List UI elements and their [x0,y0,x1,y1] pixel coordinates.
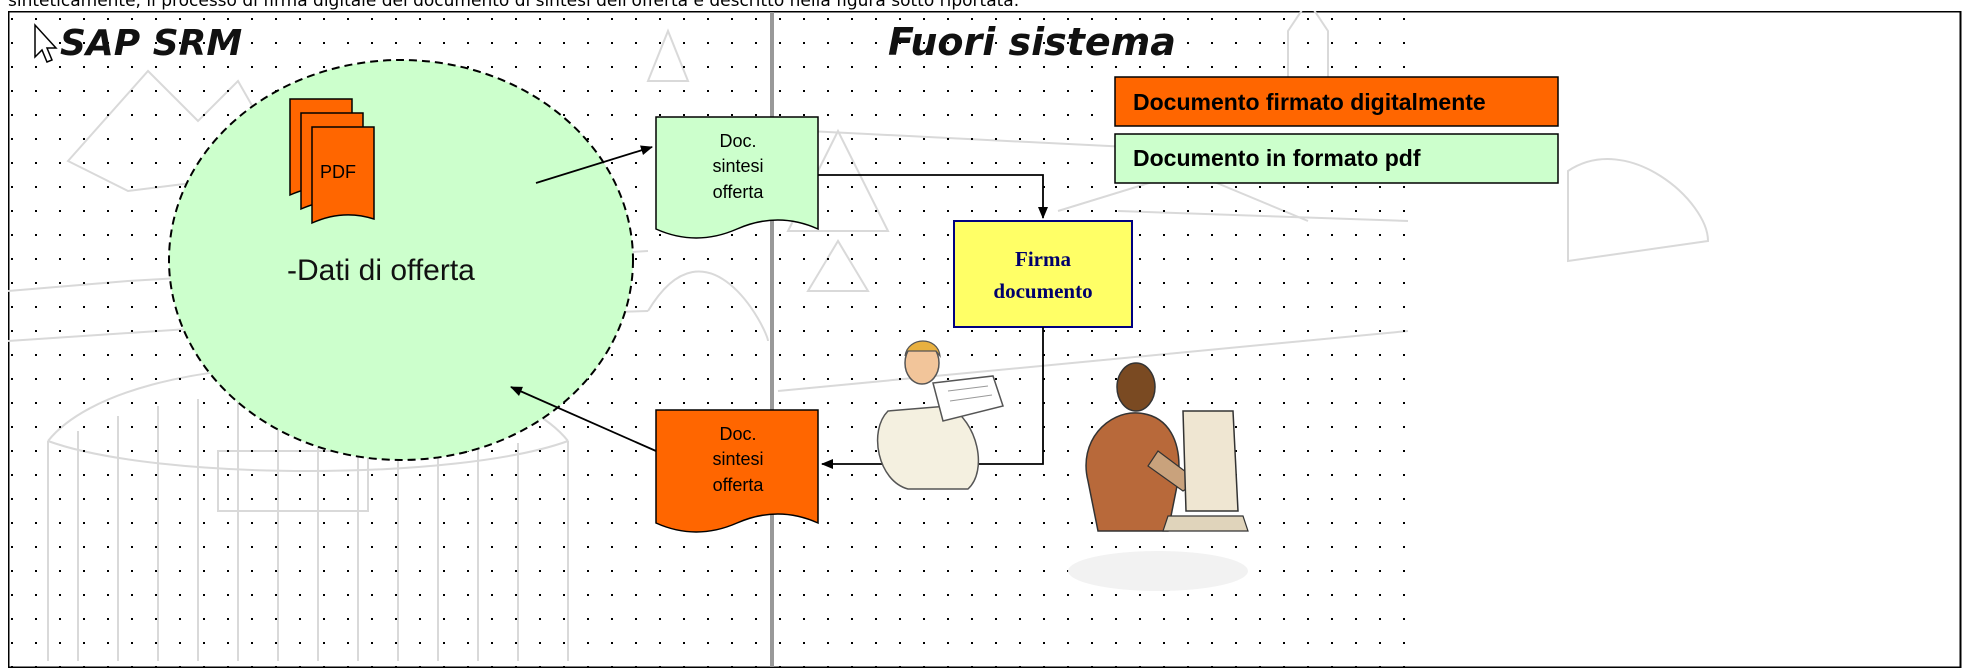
arrow-to-doc-top [535,145,653,184]
diagram-canvas: SAP SRM Fuori sistema PDF -Dati di offer… [8,11,1962,668]
firma-line2: documento [993,279,1092,303]
circle-label: -Dati di offerta [287,254,475,287]
doc-bottom-line3: offerta [713,475,765,495]
doc-top-line3: offerta [713,182,765,202]
section-divider [770,12,774,667]
pdf-icon-label: PDF [320,162,356,182]
right-section-title: Fuori sistema [888,20,1176,64]
caption: sinteticamente, il processo di firma dig… [8,0,1020,11]
legend-label-signed: Documento firmato digitalmente [1133,89,1486,115]
doc-bottom-line2: sintesi [712,449,763,469]
legend-item-signed: Documento firmato digitalmente [1114,76,1559,127]
legend: Documento firmato digitalmente Documento… [1114,76,1559,184]
doc-sintesi-pdf: Doc. sintesi offerta [655,116,819,239]
woman-reading-icon [876,340,1004,490]
left-section-title: SAP SRM [60,23,242,64]
doc-bottom-line1: Doc. [719,424,756,444]
man-at-computer-icon [1068,362,1249,591]
firma-documento-box: Firma documento [953,220,1133,328]
legend-item-pdf: Documento in formato pdf [1114,133,1559,184]
cursor-arrow-icon [34,23,58,63]
legend-label-pdf: Documento in formato pdf [1133,145,1421,171]
doc-top-line1: Doc. [719,131,756,151]
sap-data-circle [168,59,634,461]
firma-line1: Firma [1015,247,1071,271]
doc-top-line2: sintesi [712,156,763,176]
pdf-stack-icon: PDF [289,98,375,225]
arrow-to-circle [510,386,657,452]
doc-sintesi-firmato: Doc. sintesi offerta [655,409,819,533]
arrow-to-firma [818,174,1048,219]
